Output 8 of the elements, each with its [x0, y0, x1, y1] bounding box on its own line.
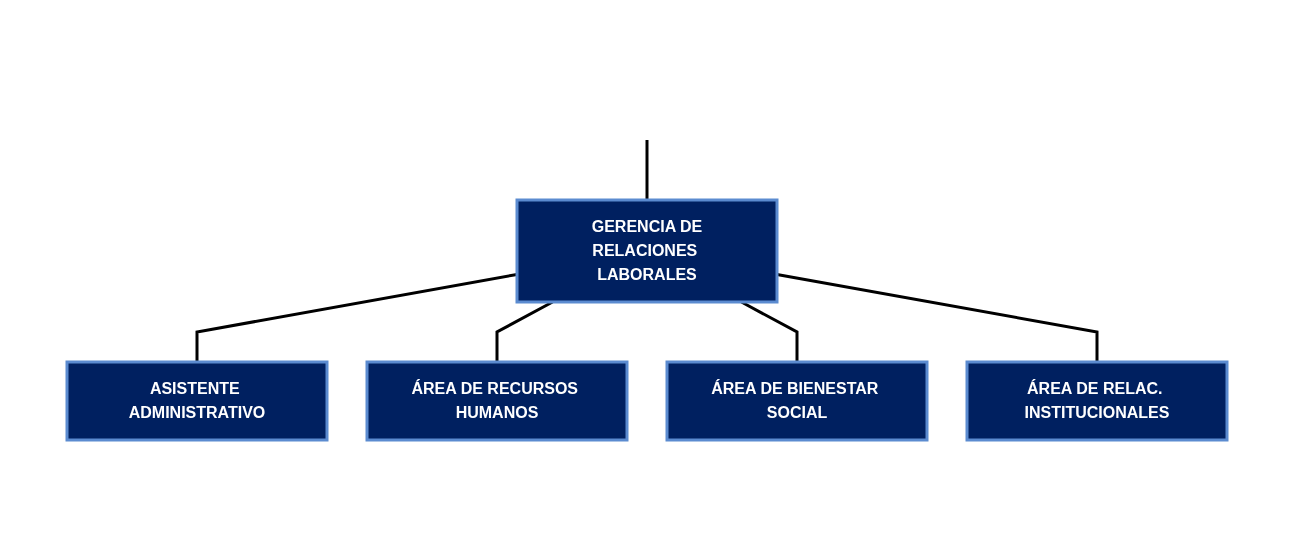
node-box: ÁREA DE RECURSOS HUMANOS: [365, 360, 628, 442]
connector: [645, 140, 648, 200]
node-box: ASISTENTE ADMINISTRATIVO: [65, 360, 328, 442]
connector: [776, 272, 1098, 362]
node-box: GERENCIA DE RELACIONES LABORALES: [515, 198, 778, 304]
node-box: ÁREA DE RELAC. INSTITUCIONALES: [965, 360, 1228, 442]
connector: [195, 272, 517, 362]
node-box: ÁREA DE BIENESTAR SOCIAL: [665, 360, 928, 442]
